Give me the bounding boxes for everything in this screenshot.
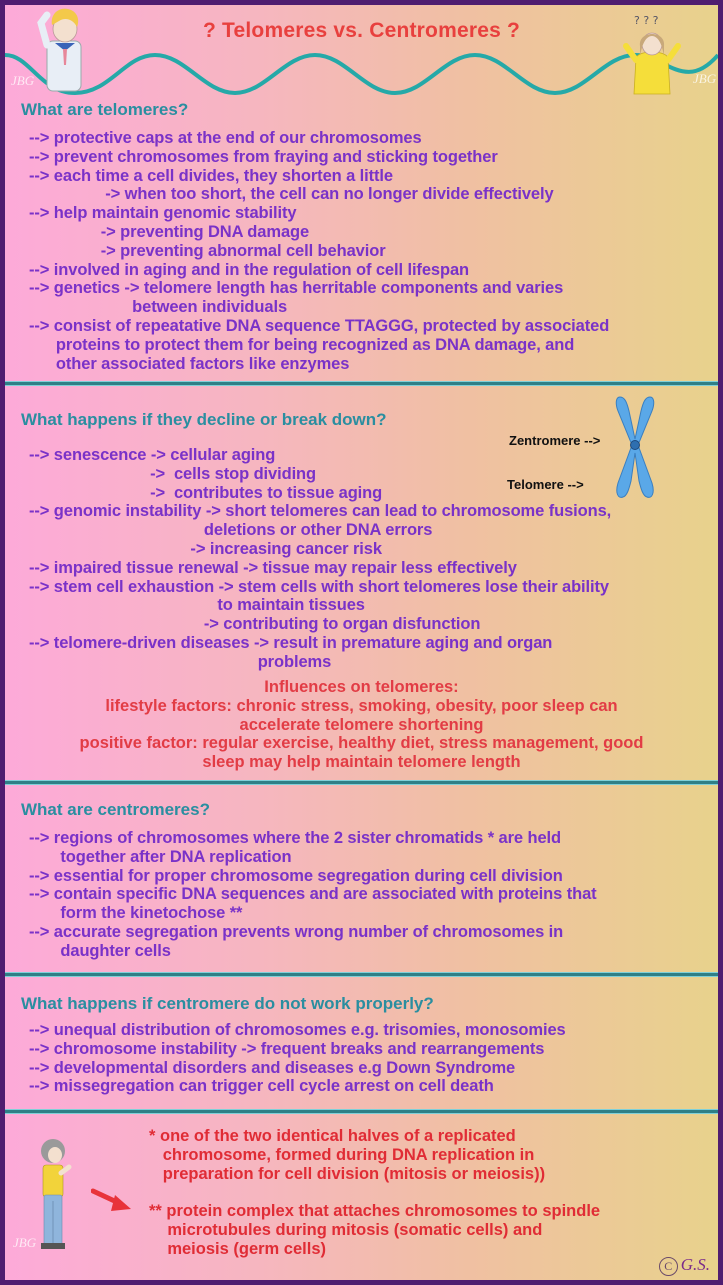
influences-line: lifestyle factors: chronic stress, smoki… bbox=[105, 696, 618, 715]
list-item: --> involved in aging and in the regulat… bbox=[29, 260, 470, 279]
section-divider bbox=[5, 1110, 718, 1113]
section-heading-decline: What happens if they decline or break do… bbox=[21, 410, 387, 429]
list-item: problems bbox=[29, 652, 332, 671]
list-item: --> impaired tissue renewal -> tissue ma… bbox=[29, 558, 517, 577]
list-item: together after DNA replication bbox=[29, 847, 292, 866]
footnote-line: chromosome, formed during DNA replicatio… bbox=[149, 1145, 535, 1164]
list-item: --> chromosome instability -> frequent b… bbox=[29, 1039, 545, 1058]
standing-man-illustration-icon bbox=[41, 1139, 72, 1249]
list-item: --> genetics -> telomere length has herr… bbox=[29, 279, 564, 298]
artist-signature-right: JBG bbox=[693, 71, 717, 86]
section-heading-telomeres: What are telomeres? bbox=[21, 100, 189, 119]
footnote-line: microtubules during mitosis (somatic cel… bbox=[149, 1220, 543, 1239]
list-item: --> protective caps at the end of our ch… bbox=[29, 129, 422, 147]
section-divider bbox=[5, 382, 718, 385]
list-item: -> increasing cancer risk bbox=[29, 539, 382, 558]
list-item: --> senescence -> cellular aging bbox=[29, 446, 276, 464]
influences-line: sleep may help maintain telomere length bbox=[202, 753, 521, 772]
centromeres-list: --> regions of chromosomes where the 2 s… bbox=[29, 829, 710, 961]
list-item: --> each time a cell divides, they short… bbox=[29, 166, 393, 185]
telomeres-list: --> protective caps at the end of our ch… bbox=[29, 129, 710, 373]
centromere-label: Zentromere --> bbox=[509, 433, 601, 448]
arrow-right-icon bbox=[91, 1188, 131, 1211]
list-item: -> preventing DNA damage bbox=[29, 222, 310, 241]
list-item: --> help maintain genomic stability bbox=[29, 204, 297, 223]
infographic-frame: ? Telomeres vs. Centromeres ? JBG ? ? ? … bbox=[5, 5, 718, 1280]
list-item: other associated factors like enzymes bbox=[29, 354, 350, 373]
list-item: -> contributes to tissue aging bbox=[29, 483, 383, 502]
list-item: -> contributing to organ disfunction bbox=[29, 615, 481, 634]
list-item: -> cells stop dividing bbox=[29, 464, 317, 483]
footnote-line bbox=[149, 1183, 600, 1202]
list-item: --> genomic instability -> short telomer… bbox=[29, 502, 612, 521]
footnote-line: meiosis (germ cells) bbox=[149, 1239, 326, 1258]
telomere-label: Telomere --> bbox=[507, 477, 584, 492]
footnote-line: preparation for cell division (mitosis o… bbox=[149, 1164, 546, 1183]
list-item: --> consist of repeatative DNA sequence … bbox=[29, 316, 610, 335]
list-item: form the kinetochose ** bbox=[29, 904, 243, 923]
list-item: to maintain tissues bbox=[29, 596, 365, 615]
list-item: --> contain specific DNA sequences and a… bbox=[29, 885, 597, 904]
influences-line: accelerate telomere shortening bbox=[239, 715, 484, 734]
artist-signature-bottom: JBG bbox=[13, 1235, 37, 1250]
copyright-icon: C bbox=[658, 1257, 678, 1276]
list-item: -> when too short, the cell can no longe… bbox=[29, 185, 554, 204]
footnote-line: * one of the two identical halves of a r… bbox=[149, 1127, 516, 1145]
list-item: --> accurate segregation prevents wrong … bbox=[29, 922, 564, 941]
artist-signature-left: JBG bbox=[11, 73, 35, 88]
list-item: --> regions of chromosomes where the 2 s… bbox=[29, 829, 561, 847]
list-item: deletions or other DNA errors bbox=[29, 521, 433, 540]
list-item: --> developmental disorders and diseases… bbox=[29, 1058, 516, 1077]
list-item: proteins to protect them for being recog… bbox=[29, 335, 575, 354]
list-item: daughter cells bbox=[29, 941, 171, 960]
section-heading-centromeres: What are centromeres? bbox=[21, 800, 210, 819]
decline-list: --> senescence -> cellular aging -> cell… bbox=[29, 446, 710, 672]
section-divider bbox=[5, 973, 718, 976]
centromere-failure-list: --> unequal distribution of chromosomes … bbox=[29, 1021, 710, 1096]
dna-wave-icon bbox=[5, 52, 718, 96]
list-item: --> telomere-driven diseases -> result i… bbox=[29, 633, 553, 652]
influences-title: Influences on telomeres: bbox=[264, 678, 459, 696]
page-title: ? Telomeres vs. Centromeres ? bbox=[202, 19, 521, 42]
section-heading-centromere-failure: What happens if centromere do not work p… bbox=[21, 994, 434, 1013]
list-item: between individuals bbox=[29, 298, 288, 317]
chromosome-diagram-icon bbox=[615, 396, 655, 498]
influences-block: Influences on telomeres: lifestyle facto… bbox=[5, 678, 718, 772]
influences-line: positive factor: regular exercise, healt… bbox=[79, 734, 644, 753]
confused-girl-illustration-icon: ? ? ? bbox=[623, 14, 681, 95]
footnotes-list: * one of the two identical halves of a r… bbox=[149, 1127, 600, 1259]
list-item: --> essential for proper chromosome segr… bbox=[29, 866, 563, 885]
header: ? Telomeres vs. Centromeres ? JBG ? ? ? … bbox=[5, 5, 718, 97]
list-item: --> prevent chromosomes from fraying and… bbox=[29, 147, 498, 166]
list-item: -> preventing abnormal cell behavior bbox=[29, 241, 386, 260]
copyright-initials: G.S. bbox=[680, 1255, 710, 1275]
list-item: --> stem cell exhaustion -> stem cells w… bbox=[29, 577, 609, 596]
list-item: --> missegregation can trigger cell cycl… bbox=[29, 1077, 494, 1096]
section-divider bbox=[5, 781, 718, 784]
footnote-line: ** protein complex that attaches chromos… bbox=[149, 1202, 601, 1221]
svg-text:? ? ?: ? ? ? bbox=[634, 14, 659, 27]
list-item: --> unequal distribution of chromosomes … bbox=[29, 1021, 566, 1039]
thinking-boy-illustration-icon bbox=[37, 8, 82, 92]
